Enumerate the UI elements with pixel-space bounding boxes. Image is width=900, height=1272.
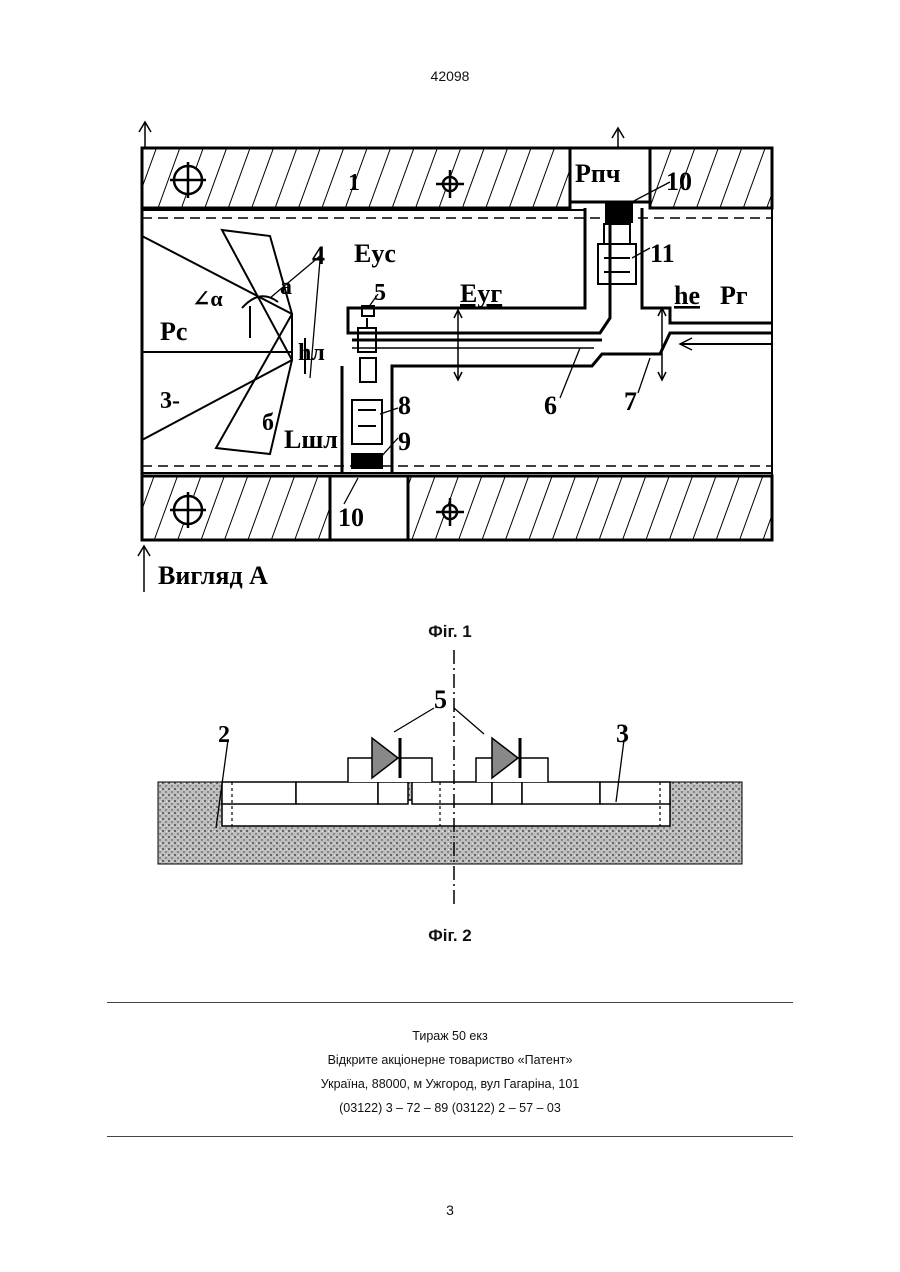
label-9: 9 [398,427,411,456]
imprint-circulation: Тираж 50 екз [0,1024,900,1048]
label-5: 5 [374,280,386,306]
label-Pc: Pc [160,317,187,346]
imprint-phones: (03122) 3 – 72 – 89 (03122) 2 – 57 – 03 [0,1096,900,1120]
label-4: 4 [312,241,325,270]
label-10-bottom: 10 [338,503,364,532]
label-7: 7 [624,387,637,416]
view-label: Вигляд А [158,561,268,590]
label-a: а [280,274,292,300]
label-8: 8 [398,391,411,420]
fig2-label-3: 3 [616,719,629,748]
label-Eyg: Eyг [460,279,502,308]
figure-1-drawing: 1 3- 4 5 6 7 8 9 10 10 11 а б ∠α Pc hл L… [120,118,790,598]
view-arrow-bottom [138,546,150,592]
label-b: б [262,410,274,436]
fig2-label-5: 5 [434,685,447,714]
layer-3 [222,782,670,826]
label-alpha: ∠α [192,286,223,311]
channel-structure [142,208,772,476]
label-Lshl: Lшл [284,425,338,454]
imprint-address: Україна, 88000, м Ужгород, вул Гагаріна,… [0,1072,900,1096]
dimension-arrows [454,308,772,380]
element-11-assembly [598,202,636,284]
page-number: 3 [0,1202,900,1218]
label-Ppch: Pпч [575,159,621,188]
imprint-block: Тираж 50 екз Відкрите акціонерне товарис… [0,1024,900,1120]
label-3: 3- [160,388,180,414]
label-hl: hл [298,340,325,366]
figure-2-caption: Фіг. 2 [0,926,900,946]
label-11: 11 [650,239,675,268]
diode-assembly-5 [352,306,382,468]
imprint-publisher: Відкрите акціонерне товариство «Патент» [0,1048,900,1072]
label-6: 6 [544,391,557,420]
divider-bottom [107,1136,793,1137]
label-he: he [674,281,700,310]
view-arrow-top [139,122,151,148]
label-10-top: 10 [666,167,692,196]
label-1: 1 [348,170,360,196]
divider-top [107,1002,793,1003]
document-number: 42098 [0,68,900,84]
label-Pg: Pг [720,281,748,310]
label-Eys: Eyc [354,239,396,268]
fig2-label-2: 2 [218,722,230,748]
output-arrow [612,128,624,148]
figure-2-drawing: 2 5 3 [150,650,750,920]
figure-1-caption: Фіг. 1 [0,622,900,642]
